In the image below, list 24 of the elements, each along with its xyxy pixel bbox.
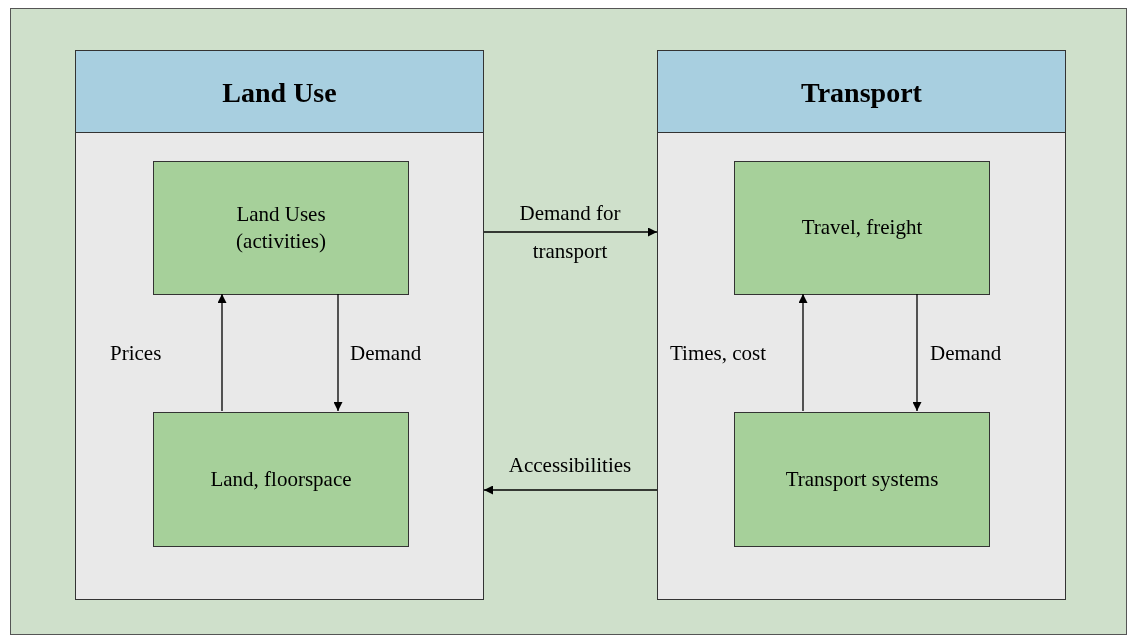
process-box: [153, 161, 409, 295]
edge-label: Demand: [930, 340, 1002, 367]
process-box: [734, 161, 990, 295]
group-panel: [75, 50, 484, 600]
box-label: Transport systems: [785, 465, 939, 493]
edge-label: Accessibilities: [507, 452, 633, 479]
box-label: Travel, freight: [801, 214, 923, 242]
arrow: [798, 293, 808, 412]
arrow: [483, 227, 658, 237]
process-box: [153, 412, 409, 547]
panel-title: Land Use: [221, 77, 338, 109]
edge-label: Times, cost: [670, 340, 767, 367]
arrow: [483, 485, 658, 495]
box-label: Land, floorspace: [210, 465, 352, 493]
panel-title: Transport: [800, 77, 923, 109]
edge-label: Demand: [350, 340, 422, 367]
group-panel: [657, 50, 1066, 600]
edge-label: Demand for transport: [518, 200, 622, 265]
arrow: [217, 293, 227, 412]
arrow: [912, 293, 922, 412]
box-label: Land Uses (activities): [235, 200, 327, 255]
edge-label: Prices: [110, 340, 162, 367]
process-box: [734, 412, 990, 547]
arrow: [333, 293, 343, 412]
